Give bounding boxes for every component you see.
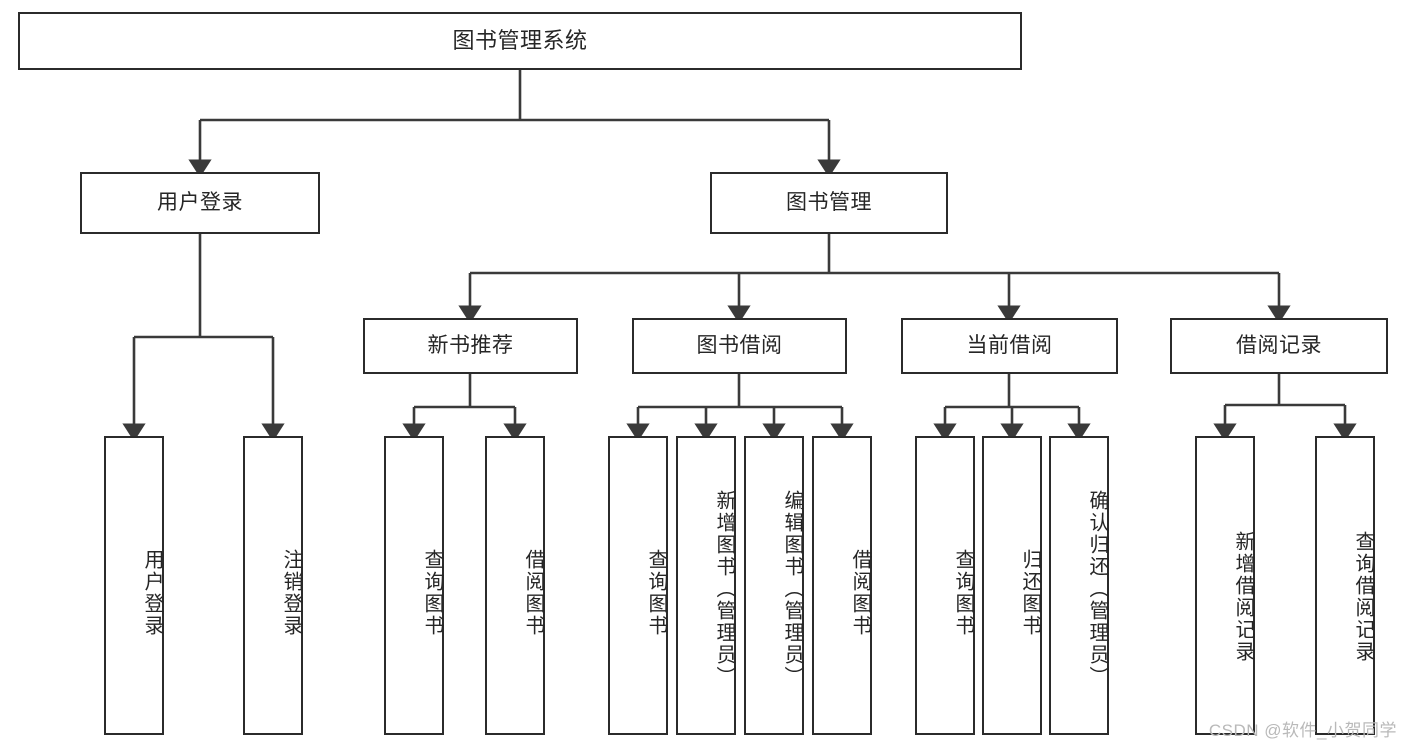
node-leaf-query-record-label: 查询借阅记录 <box>1352 530 1374 663</box>
node-leaf-query-book-borrow[interactable]: 查询图书 <box>608 436 668 735</box>
node-leaf-confirm-return[interactable]: 确认归还（管理员） <box>1049 436 1109 735</box>
node-leaf-user-login-label: 用户登录 <box>141 548 163 637</box>
node-new-book-recommend-label: 新书推荐 <box>427 334 514 358</box>
node-leaf-borrow-book-label: 借阅图书 <box>849 548 871 637</box>
node-current-borrow-label: 当前借阅 <box>966 334 1053 358</box>
node-leaf-borrow-book-rec[interactable]: 借阅图书 <box>485 436 545 735</box>
node-book-borrow-label: 图书借阅 <box>696 334 783 358</box>
node-leaf-add-book-label: 新增图书（管理员） <box>713 489 735 688</box>
node-leaf-query-book-borrow-label: 查询图书 <box>645 548 667 637</box>
watermark-text: CSDN @软件_小贺同学 <box>1208 721 1397 740</box>
node-leaf-logout-label: 注销登录 <box>280 548 302 637</box>
node-current-borrow[interactable]: 当前借阅 <box>901 318 1118 374</box>
node-leaf-borrow-book-rec-label: 借阅图书 <box>522 548 544 637</box>
node-user-login[interactable]: 用户登录 <box>80 172 320 234</box>
node-new-book-recommend[interactable]: 新书推荐 <box>363 318 578 374</box>
node-leaf-query-record[interactable]: 查询借阅记录 <box>1315 436 1375 735</box>
node-leaf-query-book-rec-label: 查询图书 <box>421 548 443 637</box>
node-leaf-confirm-return-label: 确认归还（管理员） <box>1086 489 1108 688</box>
node-root-label: 图书管理系统 <box>452 27 588 53</box>
node-leaf-borrow-book[interactable]: 借阅图书 <box>812 436 872 735</box>
node-book-manage-label: 图书管理 <box>786 191 872 215</box>
node-leaf-query-book-rec[interactable]: 查询图书 <box>384 436 444 735</box>
node-book-manage[interactable]: 图书管理 <box>710 172 948 234</box>
node-leaf-add-record[interactable]: 新增借阅记录 <box>1195 436 1255 735</box>
node-borrow-record-label: 借阅记录 <box>1236 334 1322 358</box>
node-leaf-edit-book-label: 编辑图书（管理员） <box>781 489 803 688</box>
node-leaf-return-book[interactable]: 归还图书 <box>982 436 1042 735</box>
node-leaf-user-login[interactable]: 用户登录 <box>104 436 164 735</box>
node-leaf-return-book-label: 归还图书 <box>1019 548 1041 637</box>
node-leaf-query-book-cur[interactable]: 查询图书 <box>915 436 975 735</box>
node-book-borrow[interactable]: 图书借阅 <box>632 318 847 374</box>
node-leaf-query-book-cur-label: 查询图书 <box>952 548 974 637</box>
node-leaf-add-book[interactable]: 新增图书（管理员） <box>676 436 736 735</box>
node-leaf-add-record-label: 新增借阅记录 <box>1232 530 1254 663</box>
node-borrow-record[interactable]: 借阅记录 <box>1170 318 1388 374</box>
node-root[interactable]: 图书管理系统 <box>18 12 1022 70</box>
node-leaf-logout[interactable]: 注销登录 <box>243 436 303 735</box>
node-user-login-label: 用户登录 <box>157 191 243 215</box>
node-leaf-edit-book[interactable]: 编辑图书（管理员） <box>744 436 804 735</box>
